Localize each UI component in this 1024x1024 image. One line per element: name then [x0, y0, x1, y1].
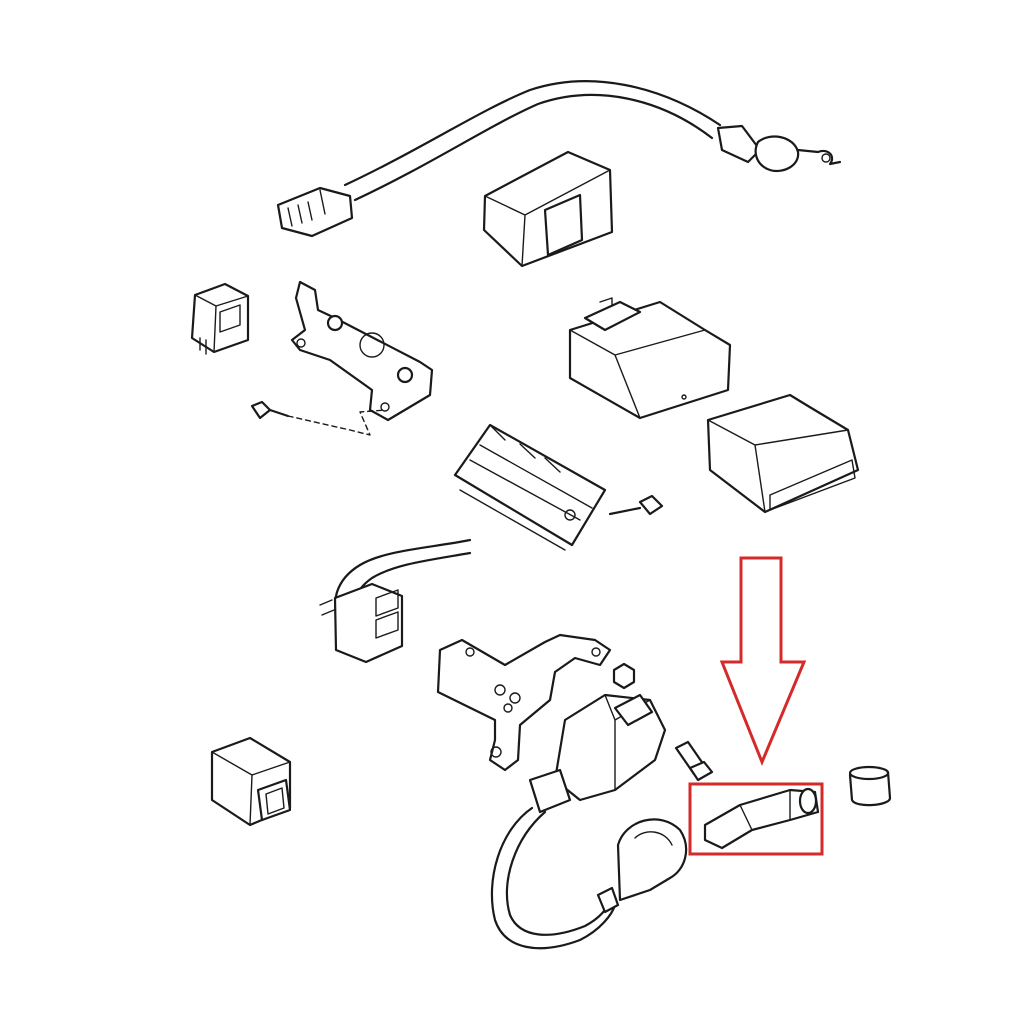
mounting-bracket[interactable] — [290, 280, 434, 422]
coil-nut[interactable] — [612, 662, 636, 690]
relay[interactable] — [190, 282, 250, 355]
starter-relay[interactable] — [210, 736, 292, 827]
highlight-annotation — [688, 556, 824, 856]
ignition-coil[interactable] — [490, 693, 688, 950]
cdi-unit[interactable] — [568, 297, 732, 420]
battery-cable-harness[interactable] — [276, 80, 842, 238]
plug-cap-sleeve[interactable] — [848, 765, 892, 807]
plug-cap-connector[interactable] — [703, 787, 820, 850]
regulator-bolt[interactable] — [608, 494, 664, 516]
cdi-rubber-cover[interactable] — [706, 393, 860, 514]
control-unit-box[interactable] — [482, 150, 614, 268]
ignition-coil-bracket[interactable] — [436, 633, 612, 772]
highlight-arrow-icon — [719, 556, 807, 766]
regulator-rectifier[interactable] — [319, 423, 607, 664]
coil-bolt[interactable] — [674, 740, 714, 782]
highlight-box — [688, 782, 824, 856]
bracket-bolt[interactable] — [250, 400, 386, 436]
